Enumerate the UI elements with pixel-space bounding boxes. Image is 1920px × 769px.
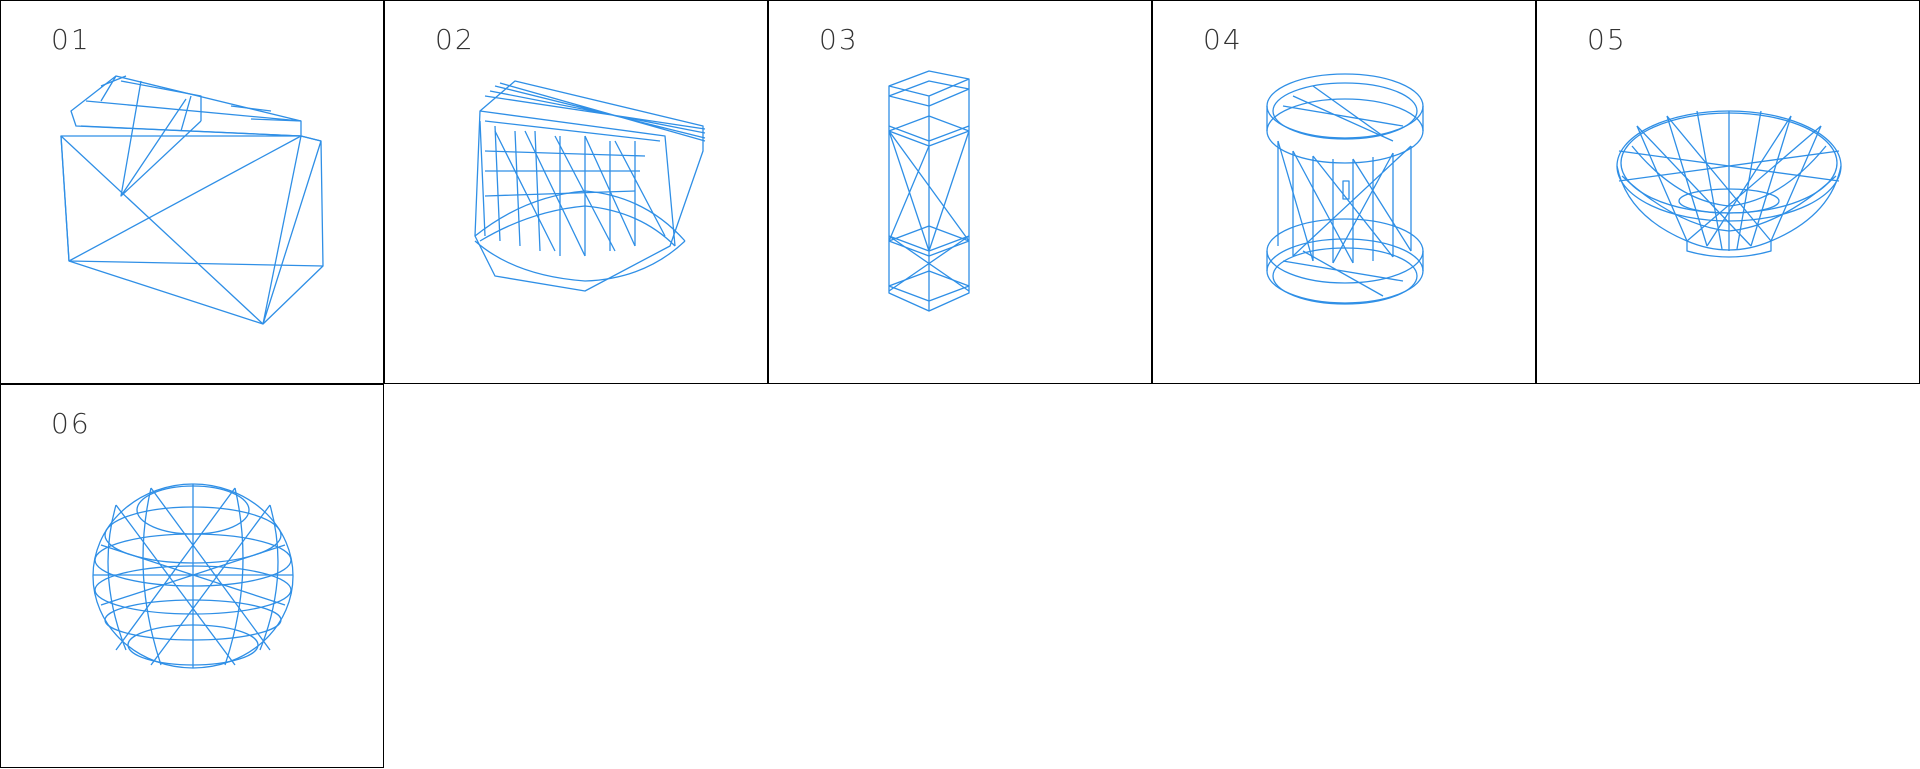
tile-label: 01	[51, 23, 91, 56]
sphere-wireframe-icon	[92, 483, 294, 669]
hexagonal-prism-wireframe-icon	[888, 70, 970, 312]
bowl-wireframe-icon	[1616, 110, 1842, 258]
tile-label: 06	[51, 407, 91, 440]
cylinder-wireframe-icon	[1266, 73, 1424, 305]
tile-03[interactable]: 03	[768, 0, 1152, 384]
tile-06[interactable]: 06	[0, 384, 384, 768]
tile-04[interactable]: 04	[1152, 0, 1536, 384]
half-cylinder-wireframe-icon	[474, 80, 706, 292]
tile-label: 04	[1203, 23, 1243, 56]
tile-01[interactable]: 01	[0, 0, 384, 384]
tile-02[interactable]: 02	[384, 0, 768, 384]
tile-label: 03	[819, 23, 859, 56]
tile-05[interactable]: 05	[1536, 0, 1920, 384]
box-wireframe-icon	[60, 75, 324, 325]
tile-label: 02	[435, 23, 475, 56]
tile-label: 05	[1587, 23, 1627, 56]
